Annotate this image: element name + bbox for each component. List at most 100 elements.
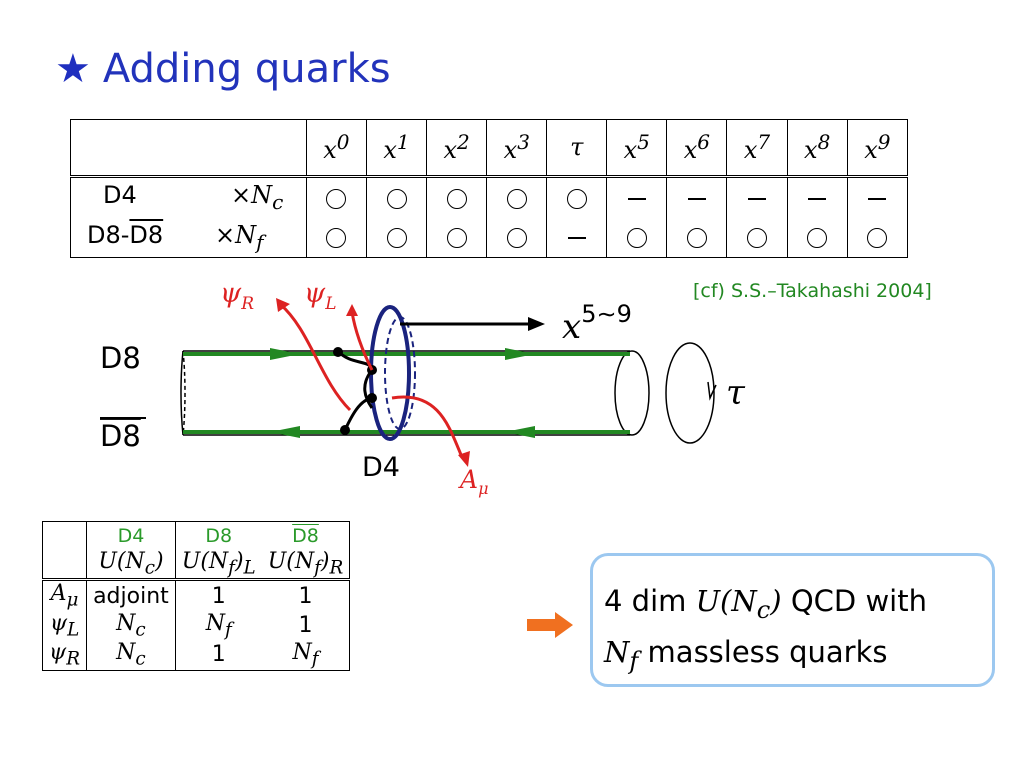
reference-citation: [cf) S.S.–Takahashi 2004] (693, 280, 932, 302)
d8bar-label: D8 (100, 419, 141, 453)
dash-icon (868, 197, 887, 200)
right-cylinder-end (614, 350, 650, 436)
extended-cell (546, 176, 608, 218)
d8-label: D8 (100, 341, 141, 375)
circle-icon (566, 188, 587, 209)
col-x7: x7 (726, 119, 788, 178)
tau-label: τ (726, 373, 746, 413)
row-multiplicity: ×Nf (215, 220, 264, 254)
header-d4: D4 (86, 521, 176, 549)
extended-cell (426, 217, 488, 258)
field-psi-l: ψL (42, 610, 88, 641)
point-cell (546, 217, 608, 258)
header-d8bar: D8 (292, 524, 319, 547)
left-cylinder-end (180, 350, 184, 436)
point-cell (726, 176, 788, 218)
dash-icon (687, 197, 706, 200)
rep-cell: Nc (86, 610, 176, 641)
dash-icon (567, 237, 586, 240)
circle-icon (506, 228, 527, 249)
conclusion-box (590, 553, 995, 687)
point-cell (666, 176, 728, 218)
circle-icon (326, 188, 347, 209)
a-mu-string (391, 395, 464, 458)
col-x8: x8 (786, 119, 848, 178)
group-unc: U(Nc) (86, 549, 176, 582)
conclusion-text: 4 dim U(Nc) QCD with Nf massless quarks (604, 584, 927, 675)
dash-icon (808, 197, 827, 200)
row-d8: D8-D8 ×Nf (70, 217, 909, 258)
psi-l-string (350, 311, 374, 371)
field-a-mu: Aμ (42, 579, 88, 611)
psi-l-label: ψL (304, 278, 336, 314)
row-d4: D4 ×Nc (70, 176, 909, 218)
row-multiplicity: ×Nc (231, 181, 284, 215)
circle-icon (446, 228, 467, 249)
field-psi-r: ψR (42, 640, 88, 671)
col-x0: x0 (305, 119, 367, 178)
circle-icon (386, 188, 407, 209)
extended-cell (726, 217, 788, 258)
rep-cell: 1 (211, 583, 226, 609)
tau-circle (665, 342, 715, 444)
extended-cell (606, 217, 668, 258)
circle-icon (326, 228, 347, 249)
col-x5: x5 (606, 119, 668, 178)
d8-arrow (270, 348, 300, 360)
col-x3: x3 (486, 119, 548, 178)
direction-label: x5∼9 (562, 300, 632, 347)
brane-diagram: ψR ψL x5∼9 D8 D8 τ D4 Aμ (100, 278, 746, 498)
dash-icon (748, 197, 767, 200)
d8bar-arrow (505, 426, 535, 438)
left-cylinder-end-back (182, 350, 186, 436)
rep-cell: Nf (205, 610, 232, 641)
d8-arrow (505, 348, 535, 360)
circle-icon (867, 228, 888, 249)
extended-cell (305, 217, 367, 258)
point-cell (786, 176, 848, 218)
col-x1: x1 (365, 119, 428, 178)
extended-cell (846, 217, 909, 258)
psi-r-string (279, 302, 352, 412)
col-x2: x2 (426, 119, 488, 178)
title-text: Adding quarks (102, 46, 391, 92)
brane-configuration-table: x0 x1 x2 x3 τ x5 x6 x7 x8 x9 D4 ×Nc D8-D8… (70, 119, 909, 258)
circle-icon (626, 228, 647, 249)
circle-icon (506, 188, 527, 209)
extended-cell (486, 217, 548, 258)
circle-icon (807, 228, 828, 249)
group-unf-l: U(Nf)L (175, 549, 262, 582)
row-label: D8-D8 (87, 220, 164, 249)
extended-cell (426, 176, 488, 218)
col-x6: x6 (666, 119, 728, 178)
point-cell (846, 176, 909, 218)
rep-cell: adjoint (86, 579, 176, 611)
extended-cell (365, 217, 428, 258)
col-x9: x9 (846, 119, 909, 178)
rep-cell: Nc (86, 640, 176, 671)
circle-icon (386, 228, 407, 249)
extended-cell (486, 176, 548, 218)
circle-icon (747, 228, 768, 249)
rep-cell: 1 (298, 612, 313, 638)
rep-cell: 1 (298, 583, 313, 609)
extended-cell (365, 176, 428, 218)
d4-brane (369, 305, 411, 441)
group-unf-r: U(Nf)R (261, 549, 350, 582)
circle-icon (446, 188, 467, 209)
extended-cell (786, 217, 848, 258)
extended-cell (666, 217, 728, 258)
right-arrow-icon (527, 612, 573, 638)
circle-icon (686, 228, 707, 249)
dash-icon (627, 197, 646, 200)
representation-table: D4 D8 D8 U(Nc) U(Nf)L U(Nf)R Aμ adjoint … (42, 521, 351, 671)
col-tau: τ (546, 119, 608, 178)
header-d8: D8 (205, 524, 233, 547)
a-mu-label: Aμ (458, 465, 488, 498)
star-icon: ★ (55, 46, 91, 92)
rep-cell: Nf (292, 640, 319, 670)
d4-label: D4 (362, 452, 400, 483)
point-cell (606, 176, 668, 218)
row-label: D4 (103, 181, 137, 210)
page-title: ★Adding quarks (55, 46, 391, 92)
